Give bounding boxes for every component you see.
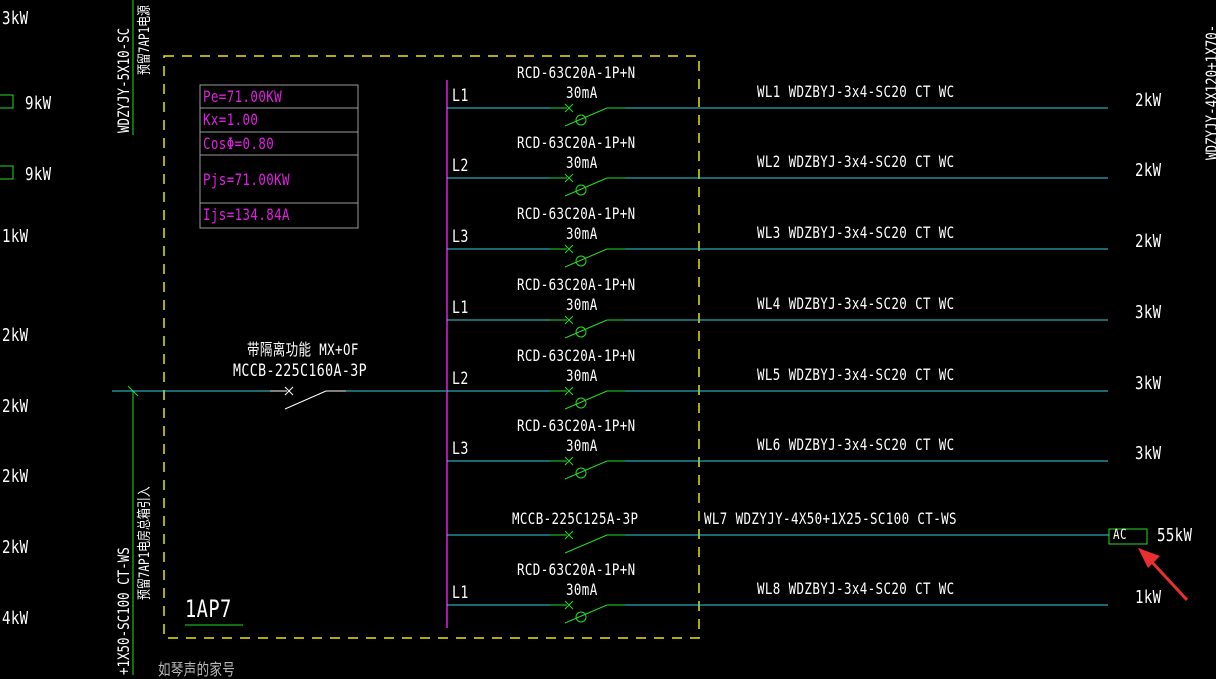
load-label: 2kW: [1135, 231, 1162, 252]
rcd-symbol: [575, 255, 587, 267]
load-label: 1kW: [1135, 587, 1162, 608]
left-load-label: 4kW: [2, 608, 29, 629]
incoming-cable-top-label: WDZYJY-5X10-SC: [114, 27, 133, 133]
rcd-symbol: [575, 397, 587, 409]
incoming-cable-bottom-label: +1X50-SC100 CT-WS: [114, 547, 133, 675]
breaker-model: RCD-63C20A-1P+N: [517, 204, 636, 223]
cable-label: WL6 WDZBYJ-3x4-SC20 CT WC: [757, 435, 955, 454]
left-load-label: 1kW: [2, 226, 29, 247]
incoming-note-top: 预留7AP1电源: [137, 5, 153, 75]
breaker-switch: [564, 248, 608, 268]
load-label: 2kW: [1135, 90, 1162, 111]
cable-label: WL8 WDZBYJ-3x4-SC20 CT WC: [757, 579, 955, 598]
breaker-switch: [564, 177, 608, 197]
rcd-rating: 30mA: [566, 153, 598, 172]
breaker-model: RCD-63C20A-1P+N: [517, 63, 636, 82]
left-load-label: 2kW: [2, 537, 29, 558]
rcd-rating: 30mA: [566, 83, 598, 102]
cable-label: WL7 WDZYJY-4X50+1X25-SC100 CT-WS: [704, 509, 957, 528]
phase-label: L2: [452, 156, 469, 176]
breaker-model: RCD-63C20A-1P+N: [517, 275, 636, 294]
phase-label: L1: [452, 86, 469, 106]
phase-label: L3: [452, 439, 469, 459]
rcd-symbol: [575, 114, 587, 126]
breaker-model: RCD-63C20A-1P+N: [517, 346, 636, 365]
red-arrow-annotation: [1138, 548, 1189, 602]
phase-label: L1: [452, 583, 469, 603]
cable-label: WL2 WDZBYJ-3x4-SC20 CT WC: [757, 152, 955, 171]
phase-label: L1: [452, 298, 469, 318]
rcd-rating: 30mA: [566, 295, 598, 314]
param-ijs: Ijs=134.84A: [203, 205, 290, 224]
left-load-label: 9kW: [25, 93, 52, 114]
breaker-switch: [564, 319, 608, 339]
left-load-label: 2kW: [2, 466, 29, 487]
breaker-switch: [564, 107, 608, 127]
breaker-model: RCD-63C20A-1P+N: [517, 560, 636, 579]
rcd-rating: 30mA: [566, 366, 598, 385]
cable-label: WL4 WDZBYJ-3x4-SC20 CT WC: [757, 294, 955, 313]
main-breaker-note: 带隔离功能 MX+OF: [247, 340, 359, 359]
main-breaker-switch: [284, 390, 327, 410]
cable-label: WL1 WDZBYJ-3x4-SC20 CT WC: [757, 82, 955, 101]
ac-tag: AC: [1113, 527, 1127, 543]
left-load-label: 9kW: [25, 164, 52, 185]
phase-label: L3: [452, 227, 469, 247]
load-label: 55kW: [1157, 525, 1193, 546]
param-pjs: Pjs=71.00KW: [203, 170, 290, 189]
load-label: 3kW: [1135, 373, 1162, 394]
breaker-switch: [564, 604, 608, 624]
left-load-label: 2kW: [2, 396, 29, 417]
cable-label: WL3 WDZBYJ-3x4-SC20 CT WC: [757, 223, 955, 242]
cable-label: WL5 WDZBYJ-3x4-SC20 CT WC: [757, 365, 955, 384]
param-table: [199, 84, 359, 229]
breaker-switch: [564, 534, 608, 554]
incoming-note-bottom: 预留7AP1电房总箱引入: [137, 486, 153, 600]
rcd-rating: 30mA: [566, 224, 598, 243]
breaker-model: RCD-63C20A-1P+N: [517, 416, 636, 435]
param-pe: Pe=71.00KW: [203, 87, 283, 106]
left-load-label: 2kW: [2, 325, 29, 346]
phase-label: L2: [452, 369, 469, 389]
rcd-symbol: [575, 326, 587, 338]
load-label: 3kW: [1135, 302, 1162, 323]
breaker-switch: [564, 460, 608, 480]
left-load-label: 3kW: [2, 8, 29, 29]
ac-load-box: [1108, 528, 1148, 545]
rcd-symbol: [575, 184, 587, 196]
rcd-rating: 30mA: [566, 436, 598, 455]
breaker-model: RCD-63C20A-1P+N: [517, 133, 636, 152]
main-breaker-model: MCCB-225C160A-3P: [233, 361, 367, 381]
param-cos: CosΦ=0.80: [203, 134, 275, 153]
rcd-symbol: [575, 611, 587, 623]
rcd-rating: 30mA: [566, 580, 598, 599]
bottom-note: 如琴声的家号: [158, 660, 236, 679]
load-label: 3kW: [1135, 443, 1162, 464]
param-kx: Kx=1.00: [203, 110, 259, 129]
breaker-switch: [564, 390, 608, 410]
panel-name: 1AP7: [185, 595, 232, 623]
rcd-symbol: [575, 467, 587, 479]
load-label: 2kW: [1135, 160, 1162, 181]
right-edge-cable-label: WDZYJY-4X120+1X70-: [1202, 24, 1216, 161]
breaker-model: MCCB-225C125A-3P: [512, 509, 639, 528]
